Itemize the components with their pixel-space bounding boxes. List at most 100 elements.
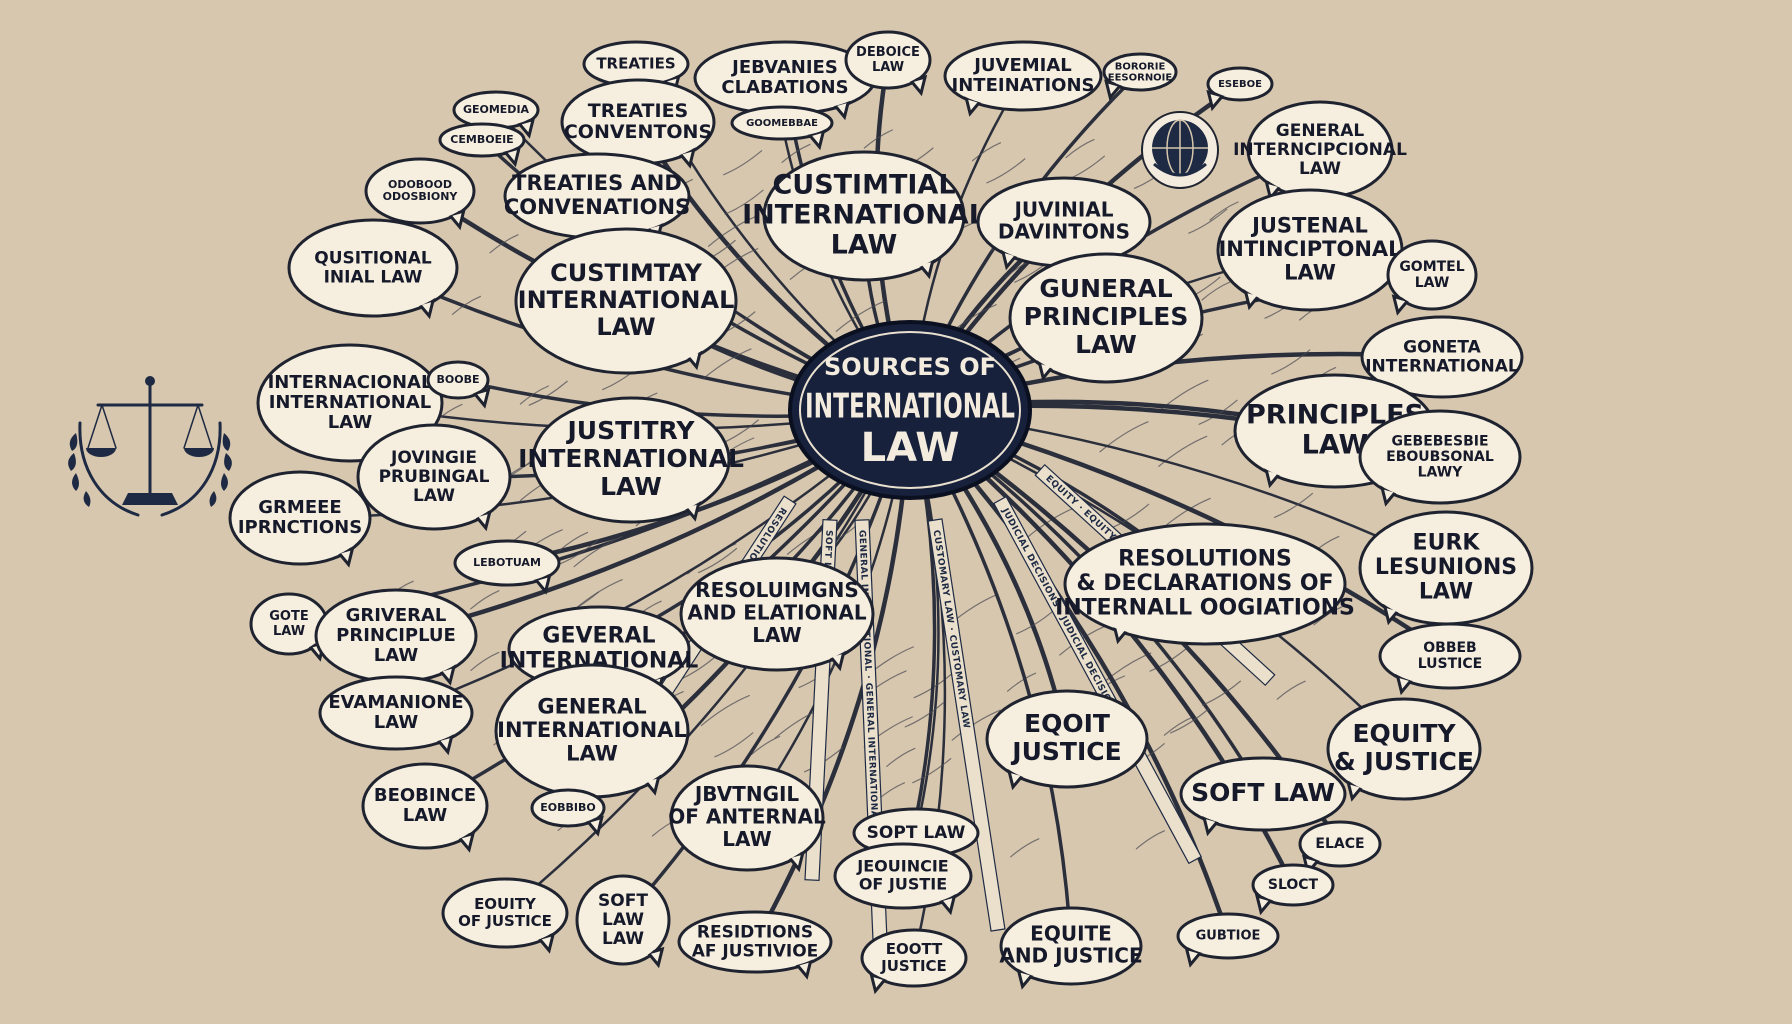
bubble-fill: [1180, 916, 1276, 956]
bubble-label: LAW: [1284, 261, 1336, 285]
branch-twig: [1016, 609, 1056, 635]
bubble-fill: [989, 693, 1145, 785]
bubble-label: GUNERAL: [1039, 274, 1172, 303]
bubble-fill: [368, 161, 472, 221]
branch-twig: [702, 348, 752, 380]
bubble-fill: [1390, 243, 1474, 307]
branch-twig: [1273, 492, 1314, 519]
bubble-fill: [360, 427, 508, 527]
bubble-label: SOFT LAW: [1191, 778, 1335, 807]
bubble-label: PRUBINGAL: [379, 467, 490, 487]
bubble-label: GOTE: [269, 609, 308, 624]
branch-twig: [1188, 208, 1228, 234]
branch-twig: [573, 579, 623, 611]
bubble-label: BOOBE: [437, 373, 480, 386]
branch-twig: [1149, 646, 1189, 672]
bubble-label: GENERAL: [1276, 121, 1365, 141]
ribbon-band: [993, 495, 1202, 865]
bubble-tail: [532, 573, 552, 595]
bubble-label: INTERNATIONAL: [518, 444, 744, 473]
bubble-label: JUVEMIAL: [972, 55, 1072, 76]
bubble-fill: [445, 881, 565, 945]
bubble-label: JUSTICE: [880, 957, 947, 975]
bubble-tail: [645, 946, 665, 969]
bubble-tail: [456, 831, 476, 853]
branch-twig: [723, 150, 763, 176]
bubble-fill: [232, 474, 368, 562]
bubble-label: SOFT: [598, 891, 648, 911]
branch-twig: [1271, 349, 1311, 375]
bubble-label: & JUSTICE: [1334, 747, 1474, 776]
bubble-tail: [1254, 893, 1274, 916]
bubble-tail: [1184, 946, 1204, 968]
bubble-label: INTINCIPTONAL: [1218, 237, 1401, 261]
bubble-label: GENERAL: [537, 694, 646, 718]
bubble-label: JUSTITRY: [565, 416, 695, 445]
bubble-fill: [1382, 626, 1518, 686]
branch-twig: [470, 590, 500, 610]
node-bubble: ESEBOE: [1206, 66, 1274, 112]
bubble-label: QUSITIONAL: [314, 248, 432, 268]
bubble-label: GUBTIOE: [1196, 929, 1261, 944]
central-topic: SOURCES OF INTERNATIONAL LAW: [788, 320, 1032, 500]
branch-twig: [1169, 708, 1210, 734]
bubble-label: LAW: [273, 624, 305, 639]
bubble-label: EQUITY: [1352, 719, 1456, 748]
bubble-tail: [516, 117, 536, 139]
bubble-fill: [1250, 104, 1390, 196]
bubble-label: IPRNCTIONS: [238, 517, 362, 538]
bubble-label: AF JUSTIVIOE: [692, 942, 819, 962]
bubble-label: OF JUSTIE: [859, 874, 947, 893]
bubble-label: LAW: [1299, 159, 1341, 179]
bubble-label: GOMTEL: [1399, 259, 1464, 275]
bubble-fill: [564, 82, 712, 162]
bubble-label: LAW: [752, 623, 801, 647]
bubble-label: JEOUINCIE: [856, 857, 948, 876]
center-line-2: INTERNATIONAL: [805, 387, 1015, 427]
bubble-label: GEOMEDIA: [463, 103, 530, 116]
bubble-label: & DECLARATIONS OF: [1076, 571, 1333, 596]
bubble-label: EOBBIBO: [540, 801, 595, 814]
bubble-tail: [536, 932, 556, 954]
bubble-fill: [1364, 319, 1520, 395]
bubble-label: LAW: [1415, 275, 1450, 291]
bubble-label: JBVTNGIL: [693, 782, 800, 806]
bubble-label: LAW: [1075, 330, 1137, 359]
bubble-tail: [1391, 294, 1411, 316]
bubble-label: LESUNIONS: [1375, 555, 1517, 580]
branch-twig: [835, 300, 885, 332]
bubble-label: LAW: [328, 412, 373, 433]
bubble-fill: [518, 231, 734, 371]
bubble-fill: [848, 34, 928, 86]
node-bubble: CEMBOEIE: [438, 122, 526, 168]
node-bubble: SLOCT: [1251, 863, 1335, 916]
bubble-label: EQUITE: [1030, 921, 1112, 945]
bubble-label: CUSTIMTIAL: [772, 169, 955, 200]
scales-of-justice-icon: [68, 376, 232, 517]
branch-twig: [986, 158, 1026, 184]
bubble-fill: [498, 667, 686, 795]
branch-twig: [1276, 680, 1306, 700]
bubble-tail: [908, 74, 928, 97]
bubble-label: OF JUSTICE: [458, 912, 552, 930]
bubble-label: RESOLUIMGNS: [695, 578, 859, 602]
bubble-label: TREATIES: [596, 55, 675, 73]
bubble-label: LAW: [374, 712, 419, 733]
center-line-3: LAW: [861, 425, 960, 471]
bubble-label: GEBEBESBIE: [1391, 433, 1488, 449]
bubble-label: PRINCIPLUE: [336, 625, 456, 646]
branch-twig: [1158, 435, 1208, 467]
bubble-fill: [697, 44, 873, 112]
